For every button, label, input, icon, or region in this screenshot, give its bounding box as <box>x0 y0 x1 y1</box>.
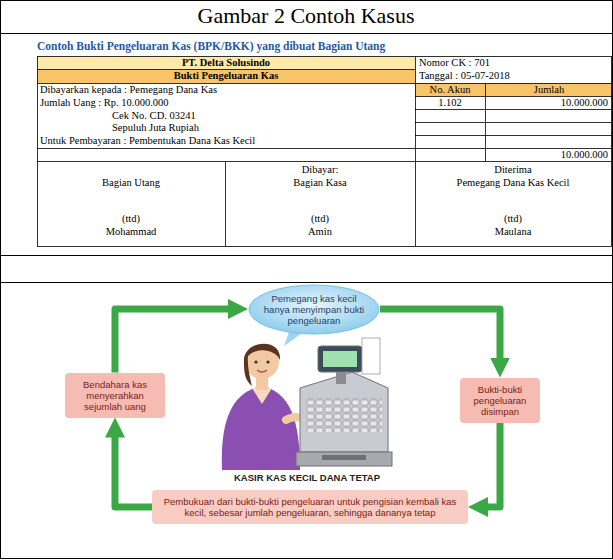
signature-mark: (ttd) <box>504 213 522 225</box>
total-cell: 10.000.000 <box>561 149 608 161</box>
purpose-line: Untuk Pembayaran : Pembentukan Dana Kas … <box>40 135 255 147</box>
signature-mark: (ttd) <box>311 213 329 225</box>
illustration-caption: KASIR KAS KECIL DANA TETAP <box>234 472 380 484</box>
cycle-arrow <box>480 423 500 508</box>
figure-title: Gambar 2 Contoh Kasus <box>198 3 415 29</box>
process-box: Bendahara kas menyerahkan sejumlah uang <box>65 373 165 418</box>
form-fills <box>37 56 612 96</box>
payee-line: Dibayarkan kepada : Pemegang Dana Kas <box>40 84 217 96</box>
column-header: Jumlah <box>534 84 564 96</box>
node-text: Pemegang kas kecil hanya menyimpan bukti… <box>262 293 366 326</box>
amount-words: Sepuluh Juta Rupiah <box>112 122 199 134</box>
form-lines <box>37 56 612 247</box>
node-text: Pembukuan dari bukti-bukti pengeluaran u… <box>160 496 460 518</box>
cheque-line: Cek No. CD. 03241 <box>112 110 196 122</box>
cycle-arrow <box>115 430 152 508</box>
signature-header: Diterima <box>494 164 531 176</box>
signature-role: Pemegang Dana Kas Kecil <box>457 177 570 189</box>
signature-role: Bagian Kasa <box>293 177 346 189</box>
signature-mark: (ttd) <box>122 213 140 225</box>
form-date: Tanggal : 05-07-2018 <box>419 70 510 82</box>
cycle-arrow <box>380 309 500 366</box>
column-header: No. Akun <box>430 84 471 96</box>
node-text: Bukti-bukti pengeluaran disimpan <box>466 384 534 417</box>
company-name: PT. Delta Solusindo <box>182 57 270 69</box>
cashier-illustration <box>222 338 392 470</box>
account-number: 1.102 <box>438 97 462 109</box>
speech-bubble: Pemegang kas kecil hanya menyimpan bukti… <box>248 284 380 335</box>
amount-line: Jumlah Uang : Rp. 10.000.000 <box>40 97 169 109</box>
process-box: Bukti-bukti pengeluaran disimpan <box>460 378 540 423</box>
signer-name: Mohammad <box>106 226 157 238</box>
signer-name: Amin <box>308 226 332 238</box>
amount-cell: 10.000.000 <box>561 97 608 109</box>
signature-role: Bagian Utang <box>102 177 160 189</box>
form-heading: Contoh Bukti Pengeluaran Kas (BPK/BKK) y… <box>37 40 385 52</box>
node-text: Bendahara kas menyerahkan sejumlah uang <box>71 379 159 412</box>
cheque-number: Nomor CK : 701 <box>419 57 490 69</box>
process-box: Pembukuan dari bukti-bukti pengeluaran u… <box>152 490 468 524</box>
bubble-shape <box>249 285 379 334</box>
signer-name: Maulana <box>495 226 532 238</box>
cycle-arrow <box>115 309 236 373</box>
signature-header: Dibayar: <box>302 164 339 176</box>
form-title: Bukti Pengeluaran Kas <box>174 70 278 82</box>
